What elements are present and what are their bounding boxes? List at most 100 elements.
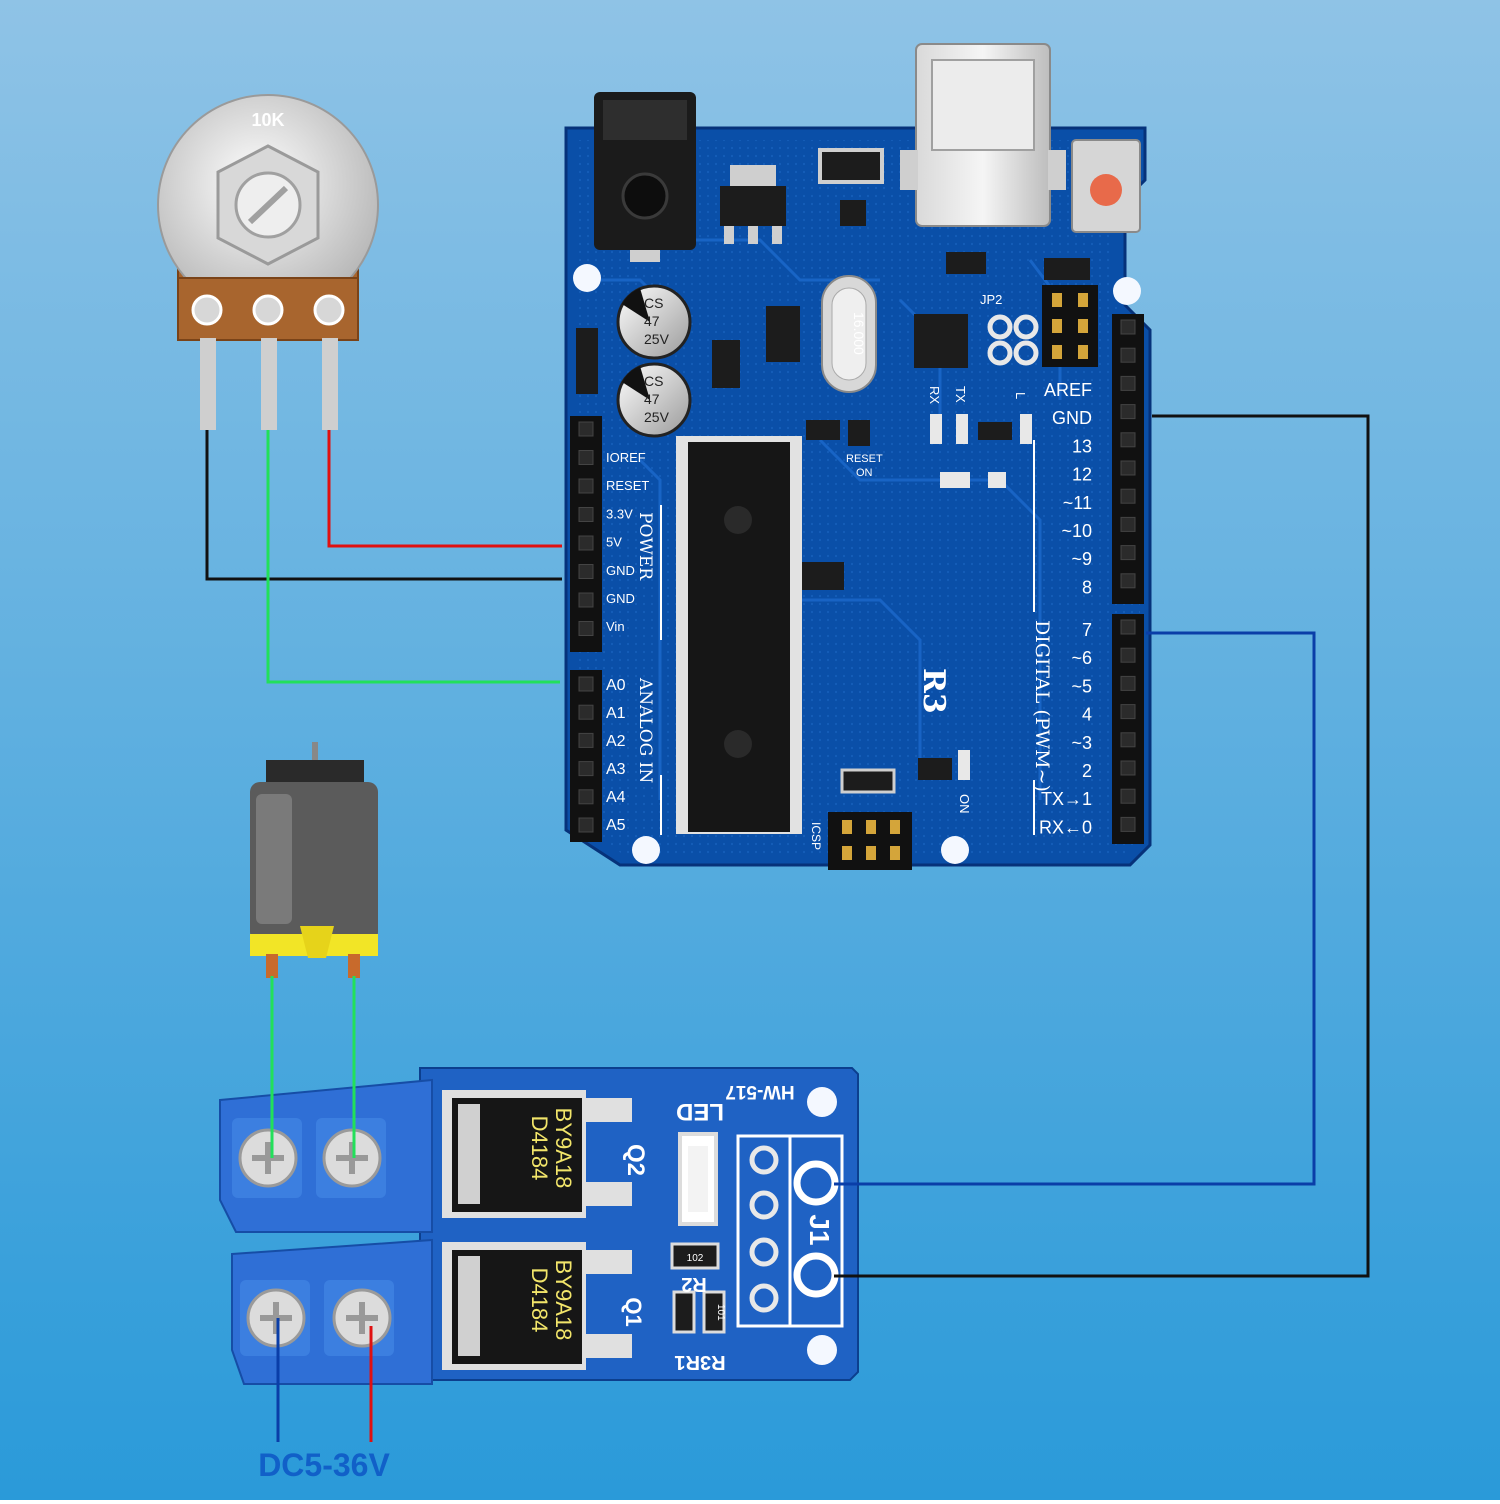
usb-b-connector <box>900 43 1066 227</box>
reset-on-label: ON <box>856 467 873 479</box>
capacitor-label: 47 <box>644 391 660 407</box>
on-label: ON <box>957 794 972 814</box>
pin-label: A0 <box>606 677 626 694</box>
digital-header-pin <box>1120 460 1136 476</box>
resistor-code: 102 <box>687 1253 704 1264</box>
analog-header-pin <box>578 817 594 833</box>
reset-on-label: RESET <box>846 453 883 465</box>
digital-header-bottom <box>1112 614 1144 844</box>
mosfet-chip-label: D4184 <box>527 1116 552 1181</box>
mosfet-driver-module: D4184 BY9A18 D4184 BY9A18 102 101 <box>219 1067 859 1385</box>
pot-leg <box>261 338 277 430</box>
pin-label: A4 <box>606 789 626 806</box>
capacitor: CS 47 25V <box>616 362 692 438</box>
digital-header-pin <box>1120 760 1136 776</box>
pin-label: ~6 <box>1071 648 1092 668</box>
led-l <box>1020 414 1032 444</box>
pin-label: AREF <box>1044 380 1092 400</box>
digital-header-pin <box>1120 404 1136 420</box>
pin-label: 12 <box>1072 465 1092 485</box>
potentiometer: 10K <box>157 94 379 430</box>
atmega-microcontroller <box>676 436 802 834</box>
pin-label: RX←0 <box>1039 817 1092 837</box>
pin-label: 5V <box>606 535 622 550</box>
digital-header-title: DIGITAL (PWM~) <box>1031 620 1053 792</box>
pot-leg <box>322 338 338 430</box>
digital-header-pin <box>1120 488 1136 504</box>
crystal-label: 16.000 <box>851 312 867 355</box>
mounting-hole <box>807 1087 837 1117</box>
smd-component <box>840 768 896 794</box>
pin-label: RESET <box>606 478 649 493</box>
digital-header-pin <box>1120 545 1136 561</box>
analog-header-title: ANALOG IN <box>635 677 655 783</box>
power-header-pin <box>578 478 594 494</box>
dc-motor <box>250 742 378 978</box>
pot-leg <box>200 338 216 430</box>
jp2-label: JP2 <box>980 292 1002 307</box>
module-led-label: LED <box>676 1098 724 1125</box>
pin-label: ~10 <box>1061 521 1092 541</box>
pin-label: 2 <box>1082 761 1092 781</box>
j1-pads <box>749 1145 839 1313</box>
j1-signal-pad <box>793 1160 839 1206</box>
pin-label: GND <box>606 591 635 606</box>
rx-label: RX <box>927 386 942 404</box>
smd-chip <box>946 252 986 274</box>
arduino-board: CS 47 25V CS 47 25V 16.000 <box>564 43 1152 870</box>
mosfet-q2: D4184 BY9A18 <box>442 1090 632 1218</box>
usb-controller-chip <box>914 314 968 368</box>
digital-header-pin <box>1120 319 1136 335</box>
digital-header-pin <box>1120 375 1136 391</box>
diode <box>576 328 598 394</box>
j1-gnd-pad <box>793 1252 839 1298</box>
icsp-header-top <box>1042 285 1098 367</box>
icsp-label: ICSP <box>809 822 823 850</box>
mounting-hole <box>807 1335 837 1365</box>
analog-header-pin <box>578 732 594 748</box>
analog-header-pin <box>578 676 594 692</box>
pin-label: 3.3V <box>606 506 633 521</box>
smd-resistor <box>918 758 952 780</box>
power-header <box>570 416 602 652</box>
digital-header-pin <box>1120 516 1136 532</box>
led-on <box>958 750 970 780</box>
pin-label: ~5 <box>1071 676 1092 696</box>
capacitor-label: 47 <box>644 313 660 329</box>
pin-label: TX→1 <box>1041 789 1092 809</box>
wire-a0-green <box>266 430 560 684</box>
mounting-hole <box>1113 277 1141 305</box>
analog-header <box>570 670 602 842</box>
pin-label: A5 <box>606 817 626 834</box>
power-header-pin <box>578 507 594 522</box>
pin-label: A3 <box>606 761 626 778</box>
smd-component <box>848 420 870 446</box>
wire-pwm-blue <box>834 631 1316 1186</box>
board-revision-label: R3 <box>916 668 951 714</box>
smd-pad <box>940 472 970 488</box>
smd-resistor <box>978 422 1012 440</box>
voltage-regulator <box>720 165 786 244</box>
digital-header-pin <box>1120 432 1136 448</box>
mounting-hole <box>573 264 601 292</box>
dc-barrel-jack <box>594 92 696 262</box>
mosfet-chip-label: BY9A18 <box>551 1260 576 1341</box>
r3r1-label: R3R1 <box>674 1351 725 1373</box>
wire-module-gnd-black <box>834 414 1370 1278</box>
digital-header-top <box>1112 314 1144 604</box>
smd-chip <box>1044 258 1090 280</box>
analog-header-pin <box>578 761 594 777</box>
pin-label: GND <box>1052 408 1092 428</box>
digital-header-pin <box>1120 788 1136 804</box>
pin-label: IOREF <box>606 450 646 465</box>
j1-outline <box>788 1134 844 1328</box>
motor-terminal <box>348 954 360 978</box>
pin-label: ~9 <box>1071 549 1092 569</box>
resistor-r3 <box>672 1290 696 1334</box>
led-rx <box>930 414 942 444</box>
digital-header-pin <box>1120 816 1136 832</box>
pin-label: 8 <box>1082 577 1092 597</box>
